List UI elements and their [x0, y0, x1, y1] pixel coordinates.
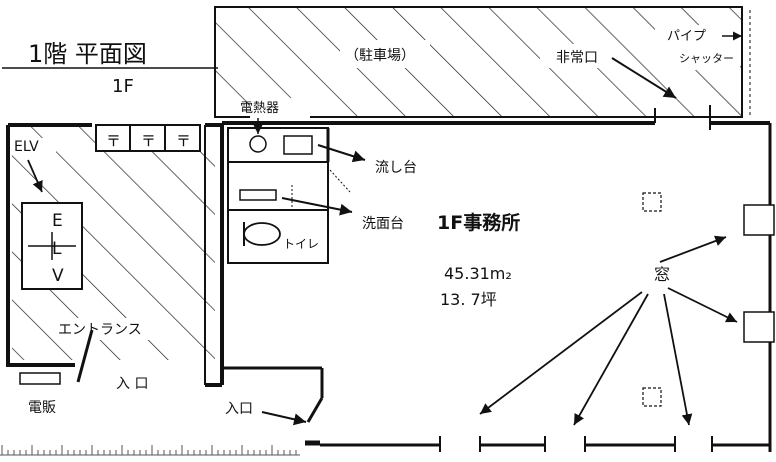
page-title: 1階 平面図 — [28, 40, 147, 68]
toilet-label: トイレ — [283, 237, 319, 251]
utility-block — [227, 127, 330, 264]
sink-label: 流し台 — [375, 160, 417, 176]
parking-label: （駐車場） — [345, 47, 415, 64]
washbasin-arrow — [281, 197, 353, 216]
window-arrows — [479, 235, 738, 426]
entrance-label: エントランス — [58, 322, 142, 338]
office-name: 1F事務所 — [437, 211, 520, 234]
elv-arrow — [27, 159, 43, 193]
elv-letter-v: V — [52, 266, 64, 286]
entrance-mark: 入 口 — [116, 376, 148, 392]
office-area-tsubo: 13. 7坪 — [440, 290, 497, 309]
elv-letter-e: E — [52, 211, 63, 231]
emergency-exit-arrow — [611, 57, 677, 99]
mailbox-icon-3: 〒 — [176, 132, 191, 150]
office-entrance-label: 入口 — [225, 401, 253, 417]
parking-area — [214, 6, 743, 120]
washbasin-label: 洗面台 — [362, 216, 404, 232]
entrance-door — [76, 329, 94, 383]
scale-ruler — [0, 445, 300, 456]
washbasin-icon — [239, 189, 277, 201]
sink-icon — [283, 135, 313, 155]
window-right-lower — [743, 311, 775, 343]
page-subtitle: 1F — [112, 76, 134, 97]
window-label: 窓 — [654, 265, 670, 284]
mailbox-icon-2: 〒 — [141, 132, 156, 150]
elv-letter-l: L — [52, 239, 62, 259]
electric-panel-icon — [19, 372, 61, 385]
office-entrance-arrow — [261, 411, 307, 426]
elv-label: ELV — [14, 139, 39, 155]
pillar-lower — [642, 387, 662, 407]
sink-arrow — [317, 144, 366, 163]
pipe-shutter-label-1: パイプ — [667, 29, 706, 44]
toilet-icon — [243, 222, 281, 246]
office-area-m2: 45.31m₂ — [444, 264, 512, 283]
door-swing-line — [329, 169, 351, 193]
emergency-exit-label: 非常口 — [556, 50, 598, 66]
water-heater-label: 電熱器 — [240, 101, 279, 116]
mailbox-icon-1: 〒 — [106, 132, 121, 150]
electric-panel-label: 電販 — [28, 400, 56, 416]
pipe-shutter-label-2: シャッター — [679, 52, 734, 65]
window-right-upper — [743, 204, 775, 236]
entrance-hall — [6, 123, 222, 367]
water-heater-icon — [249, 135, 267, 153]
pillar-upper — [642, 192, 662, 212]
office-walls — [204, 105, 772, 452]
